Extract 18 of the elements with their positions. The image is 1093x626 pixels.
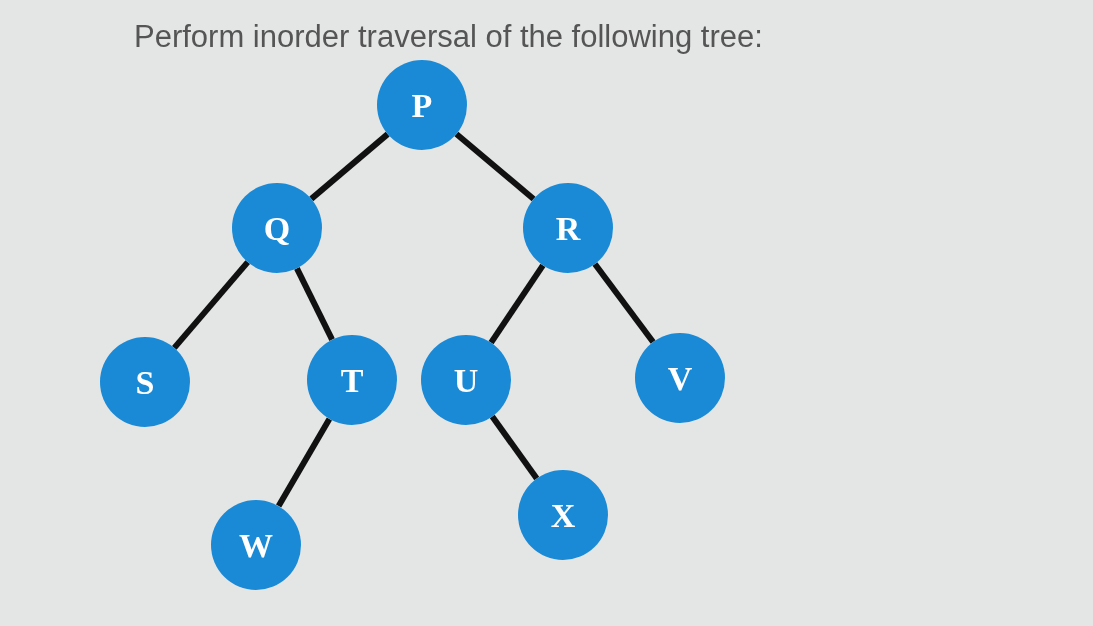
node-label: Q <box>263 208 291 249</box>
connector-line <box>454 131 536 202</box>
node-label: X <box>550 495 576 536</box>
node-label: U <box>453 360 479 401</box>
connector-line <box>309 131 390 202</box>
connector-line <box>294 267 335 341</box>
connector-line <box>172 260 250 350</box>
node-label: W <box>239 525 273 566</box>
connector-line <box>276 417 332 508</box>
connector-line <box>592 262 656 344</box>
connector-line <box>488 263 546 345</box>
title: Perform inorder traversal of the following tree: <box>134 18 763 56</box>
node-label: V <box>667 358 693 399</box>
node-label: S <box>135 362 155 403</box>
node-label: P <box>411 85 433 126</box>
connector-line <box>489 414 540 481</box>
node-label: R <box>555 208 581 249</box>
node-label: T <box>340 360 364 401</box>
